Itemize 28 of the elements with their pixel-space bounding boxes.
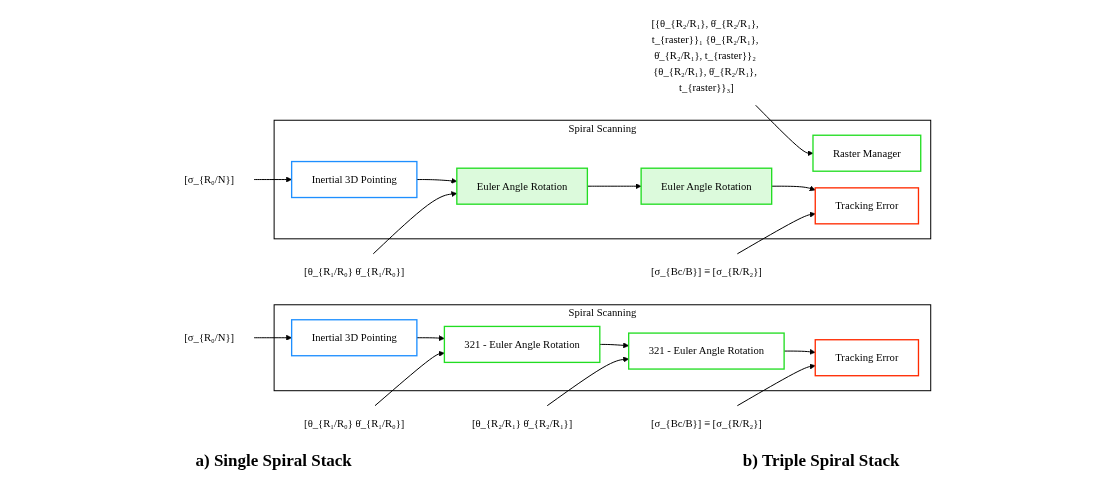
arrow [253, 334, 292, 341]
node-text: [σ_{R₀/N}] [184, 173, 235, 185]
node-box: Raster Manager [812, 134, 922, 172]
arrow [771, 185, 816, 192]
node-box: Euler Angle Rotation [640, 167, 773, 205]
node-text: [σ_{Bc/B}] ≡ [σ_{R/R₂}] [650, 265, 762, 278]
node-box: Inertial 3D Pointing [290, 160, 418, 199]
node-box: 321 - Euler Angle Rotation [628, 332, 785, 370]
figure-caption: b) Triple Spiral Stack [742, 451, 900, 471]
node-box: Tracking Error [814, 187, 920, 225]
arrow [416, 335, 445, 342]
node-text: [{θ_{R₂/R₁}, θ̇_{R₂/R₁}, t_{raster}}₁ {θ_{R₂/R₁}, θ̇_{R₂/R₁}, t_{raster}}₂ {θ_{R₂/R₁}, θ̇_{R₂/R₁}, t_{raster}}₃] [651, 17, 759, 93]
node-text: [σ_{R₀/N}] [184, 331, 235, 344]
node-text: [θ_{R₁/R₀} θ̇_{R₁/R₀}] [304, 417, 405, 430]
node-text: [σ_{Bc/B}] ≡ [σ_{R/R₂}] [650, 417, 762, 430]
node-text: [θ_{R₁/R₀} θ̇_{R₁/R₀}] [304, 265, 405, 278]
arrow [736, 211, 816, 255]
arrow [736, 363, 816, 407]
arrow [374, 350, 445, 407]
node-text: [θ_{R₂/R₁} θ̇_{R₂/R₁}] [471, 417, 573, 430]
node-box: Tracking Error [814, 339, 920, 377]
figure-caption: a) Single Spiral Stack [195, 451, 352, 471]
arrow [253, 176, 292, 183]
arrow [599, 342, 629, 349]
node-box: 321 - Euler Angle Rotation [443, 325, 601, 364]
arrow [546, 356, 629, 407]
node-box: Euler Angle Rotation [456, 167, 589, 205]
node-box: Inertial 3D Pointing [290, 319, 418, 357]
